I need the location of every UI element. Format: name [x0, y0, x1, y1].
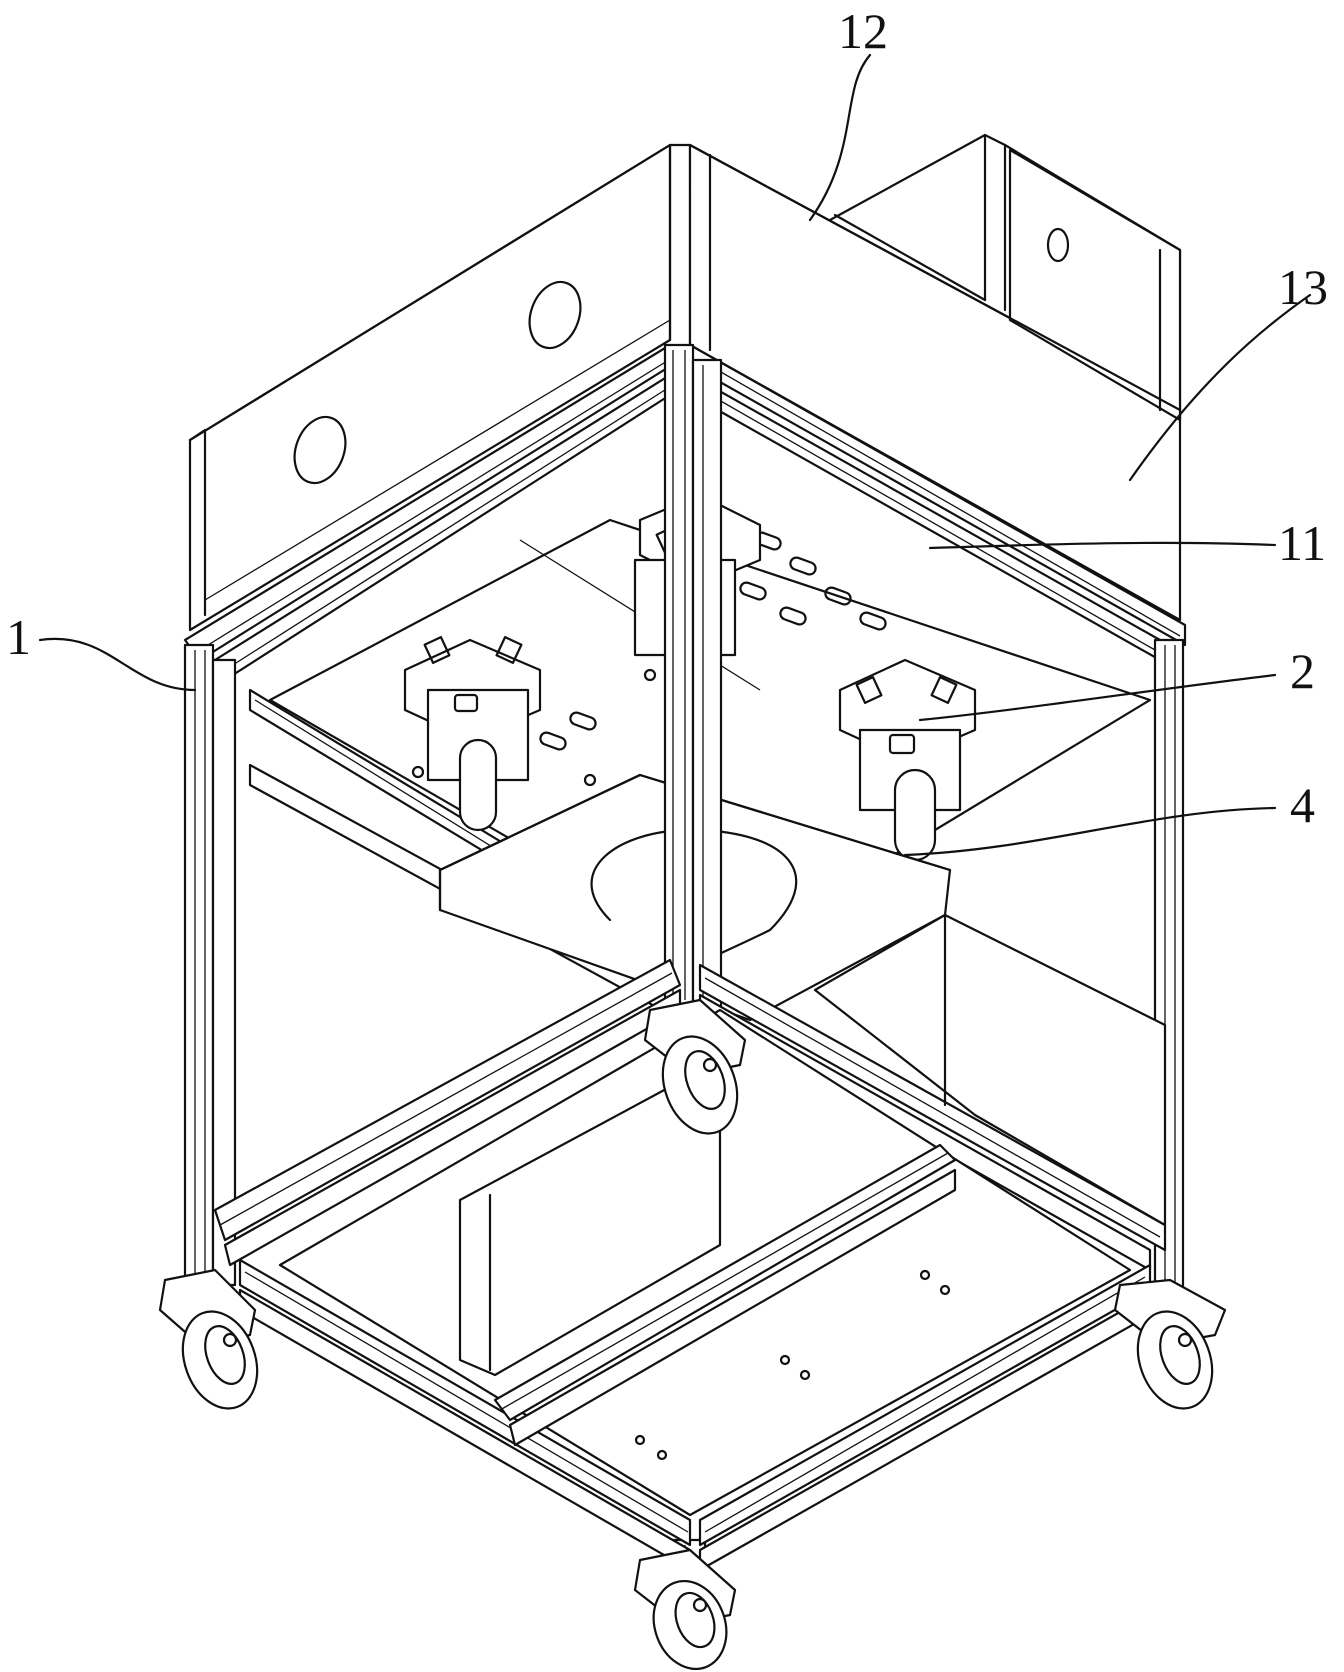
leader-11 [928, 541, 1277, 550]
ref-label-2: 2 [1290, 643, 1315, 699]
bottom-frame [238, 1008, 1152, 1572]
caster-right [1113, 1278, 1227, 1410]
caster-left [158, 1268, 259, 1410]
ref-label-4: 4 [1290, 777, 1315, 833]
leader-2 [918, 673, 1277, 722]
vertical-posts [183, 343, 1185, 1622]
bottom-holes [634, 1269, 951, 1461]
sensor-head-right [838, 658, 977, 862]
leader-4 [903, 806, 1277, 857]
ref-label-12: 12 [838, 3, 888, 59]
ref-label-13: 13 [1278, 259, 1328, 315]
caster-front-mid [643, 998, 747, 1135]
middle-frame [213, 913, 1167, 1272]
sensor-head-left [403, 636, 542, 832]
ref-label-11: 11 [1278, 515, 1327, 571]
leader-lines [38, 53, 1312, 857]
ref-label-1: 1 [6, 609, 31, 665]
leader-1 [38, 637, 197, 692]
top-hood [188, 133, 1182, 632]
leader-13 [1128, 293, 1312, 482]
leader-12 [808, 53, 872, 222]
caster-front [633, 1548, 737, 1671]
